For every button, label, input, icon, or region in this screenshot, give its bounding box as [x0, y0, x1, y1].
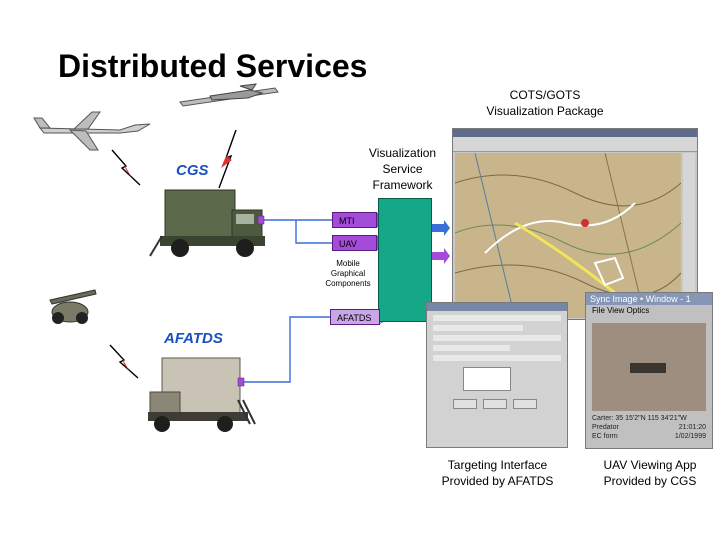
targeting-button-2[interactable]	[483, 399, 507, 409]
targeting-field-4[interactable]	[433, 345, 510, 351]
uav-date: 1/02/1999	[674, 433, 706, 440]
uav-viewing-window: Sync Image • Window - 1 File View Optics…	[585, 292, 713, 449]
targeting-button-3[interactable]	[513, 399, 537, 409]
targeting-interface-window	[426, 302, 568, 448]
targeting-list[interactable]	[463, 367, 511, 391]
component-mti: MTI	[332, 212, 377, 228]
afatds-label: AFATDS	[164, 330, 223, 347]
uav-caption-1: Carter: 35 15'2"N 115 34'21"W	[592, 415, 687, 422]
component-afatds: AFATDS	[330, 309, 380, 325]
targeting-field-1[interactable]	[433, 315, 561, 321]
uav-drone-icon	[179, 83, 279, 107]
uav-window-title: Sync Image • Window - 1	[586, 293, 712, 305]
radio-link-howitzer	[109, 344, 139, 379]
map-scrollbar[interactable]	[683, 153, 695, 313]
cgs-truck-icon	[149, 189, 265, 257]
jet-aircraft-icon	[33, 111, 151, 151]
radio-link-cgs-drone	[218, 129, 237, 189]
link-cgs-to-uav	[295, 220, 334, 244]
framework-label: Visualization Service Framework	[368, 146, 437, 192]
uav-caption-2: Predator	[592, 424, 619, 431]
targeting-field-2[interactable]	[433, 325, 523, 331]
targeting-interface-label: Targeting Interface Provided by AFATDS	[441, 458, 554, 488]
terrain-map	[455, 153, 682, 318]
component-uav: UAV	[332, 235, 377, 251]
targeting-field-5[interactable]	[433, 355, 561, 361]
afatds-truck-icon	[148, 357, 256, 432]
page-title: Distributed Services	[58, 48, 368, 84]
link-afatds-to-component	[240, 316, 332, 383]
visualization-service-framework	[378, 198, 432, 322]
uav-viewing-app-label: UAV Viewing App Provided by CGS	[603, 458, 697, 488]
uav-video-frame	[592, 323, 706, 411]
targeting-button-1[interactable]	[453, 399, 477, 409]
targeting-field-3[interactable]	[433, 335, 561, 341]
cots-visualization-window	[452, 128, 698, 320]
cots-toolbar	[453, 137, 697, 152]
howitzer-icon	[49, 289, 97, 324]
vehicle-target-icon	[630, 363, 666, 373]
uav-time: 21:01:20	[678, 424, 706, 431]
uav-caption-3: EC form	[592, 433, 618, 440]
uav-window-menu[interactable]: File View Optics	[592, 306, 650, 315]
cots-gots-label: COTS/GOTS Visualization Package	[486, 88, 604, 118]
cgs-label: CGS	[176, 162, 209, 179]
mobile-components-label: Mobile Graphical Components	[325, 259, 371, 288]
